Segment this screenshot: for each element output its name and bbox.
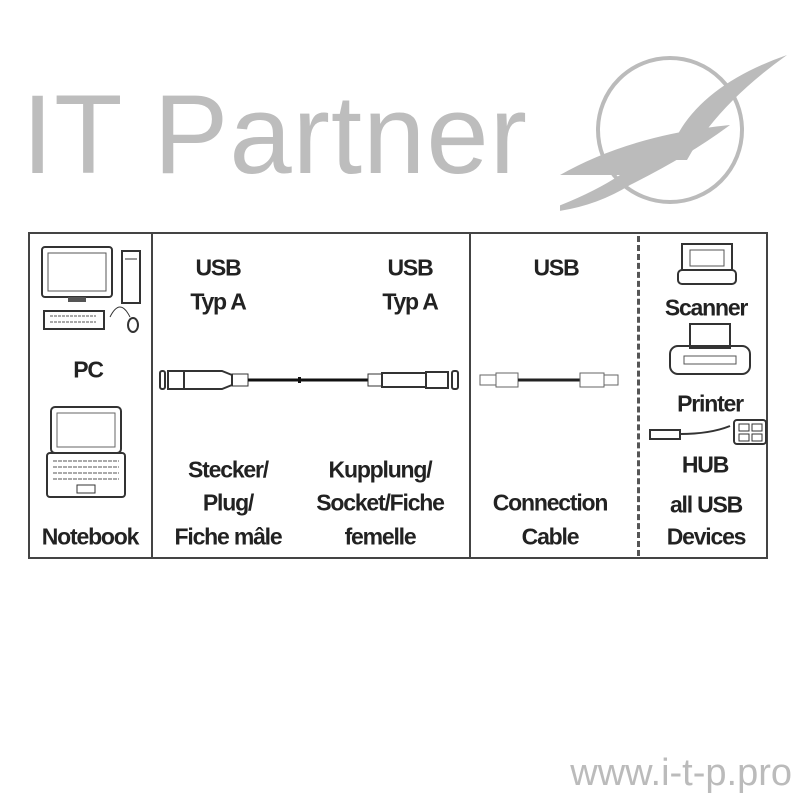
socket-type-line2: Typ A [382, 288, 439, 315]
all-devices-line1: all USB [669, 491, 743, 518]
plug-type-line1: USB [195, 254, 242, 281]
socket-desc-line1: Kupplung/ [328, 456, 433, 483]
socket-type-line1: USB [387, 254, 434, 281]
all-devices-line2: Devices [666, 523, 747, 550]
connection-desc-line1: Connection [492, 489, 609, 516]
scanner-label: Scanner [664, 294, 749, 321]
socket-desc-line2: Socket/Fiche [316, 489, 445, 516]
watermark-logo-icon [560, 55, 787, 211]
pc-icon [41, 246, 141, 333]
plug-desc-line3: Fiche mâle [174, 523, 283, 550]
notebook-icon [46, 406, 126, 498]
plug-desc-line1: Stecker/ [188, 456, 269, 483]
hub-icon [649, 419, 767, 445]
dashed-divider [637, 236, 640, 556]
plug-desc-line2: Plug/ [202, 489, 254, 516]
usb-extension-cable-icon [159, 370, 459, 390]
watermark-text: IT Partner [22, 72, 528, 197]
usb-cable-icon [479, 372, 619, 388]
divider [151, 232, 153, 559]
plug-type-line2: Typ A [190, 288, 247, 315]
notebook-label: Notebook [41, 523, 140, 550]
watermark-url: www.i-t-p.pro [570, 752, 792, 794]
divider [469, 232, 471, 559]
connection-type: USB [533, 254, 580, 281]
socket-desc-line3: femelle [344, 523, 417, 550]
hub-label: HUB [681, 451, 729, 478]
pc-label: PC [73, 356, 104, 383]
connection-desc-line2: Cable [521, 523, 580, 550]
printer-icon [669, 323, 751, 375]
printer-label: Printer [677, 390, 744, 417]
scanner-icon [677, 243, 737, 285]
diagram-frame [28, 232, 768, 559]
